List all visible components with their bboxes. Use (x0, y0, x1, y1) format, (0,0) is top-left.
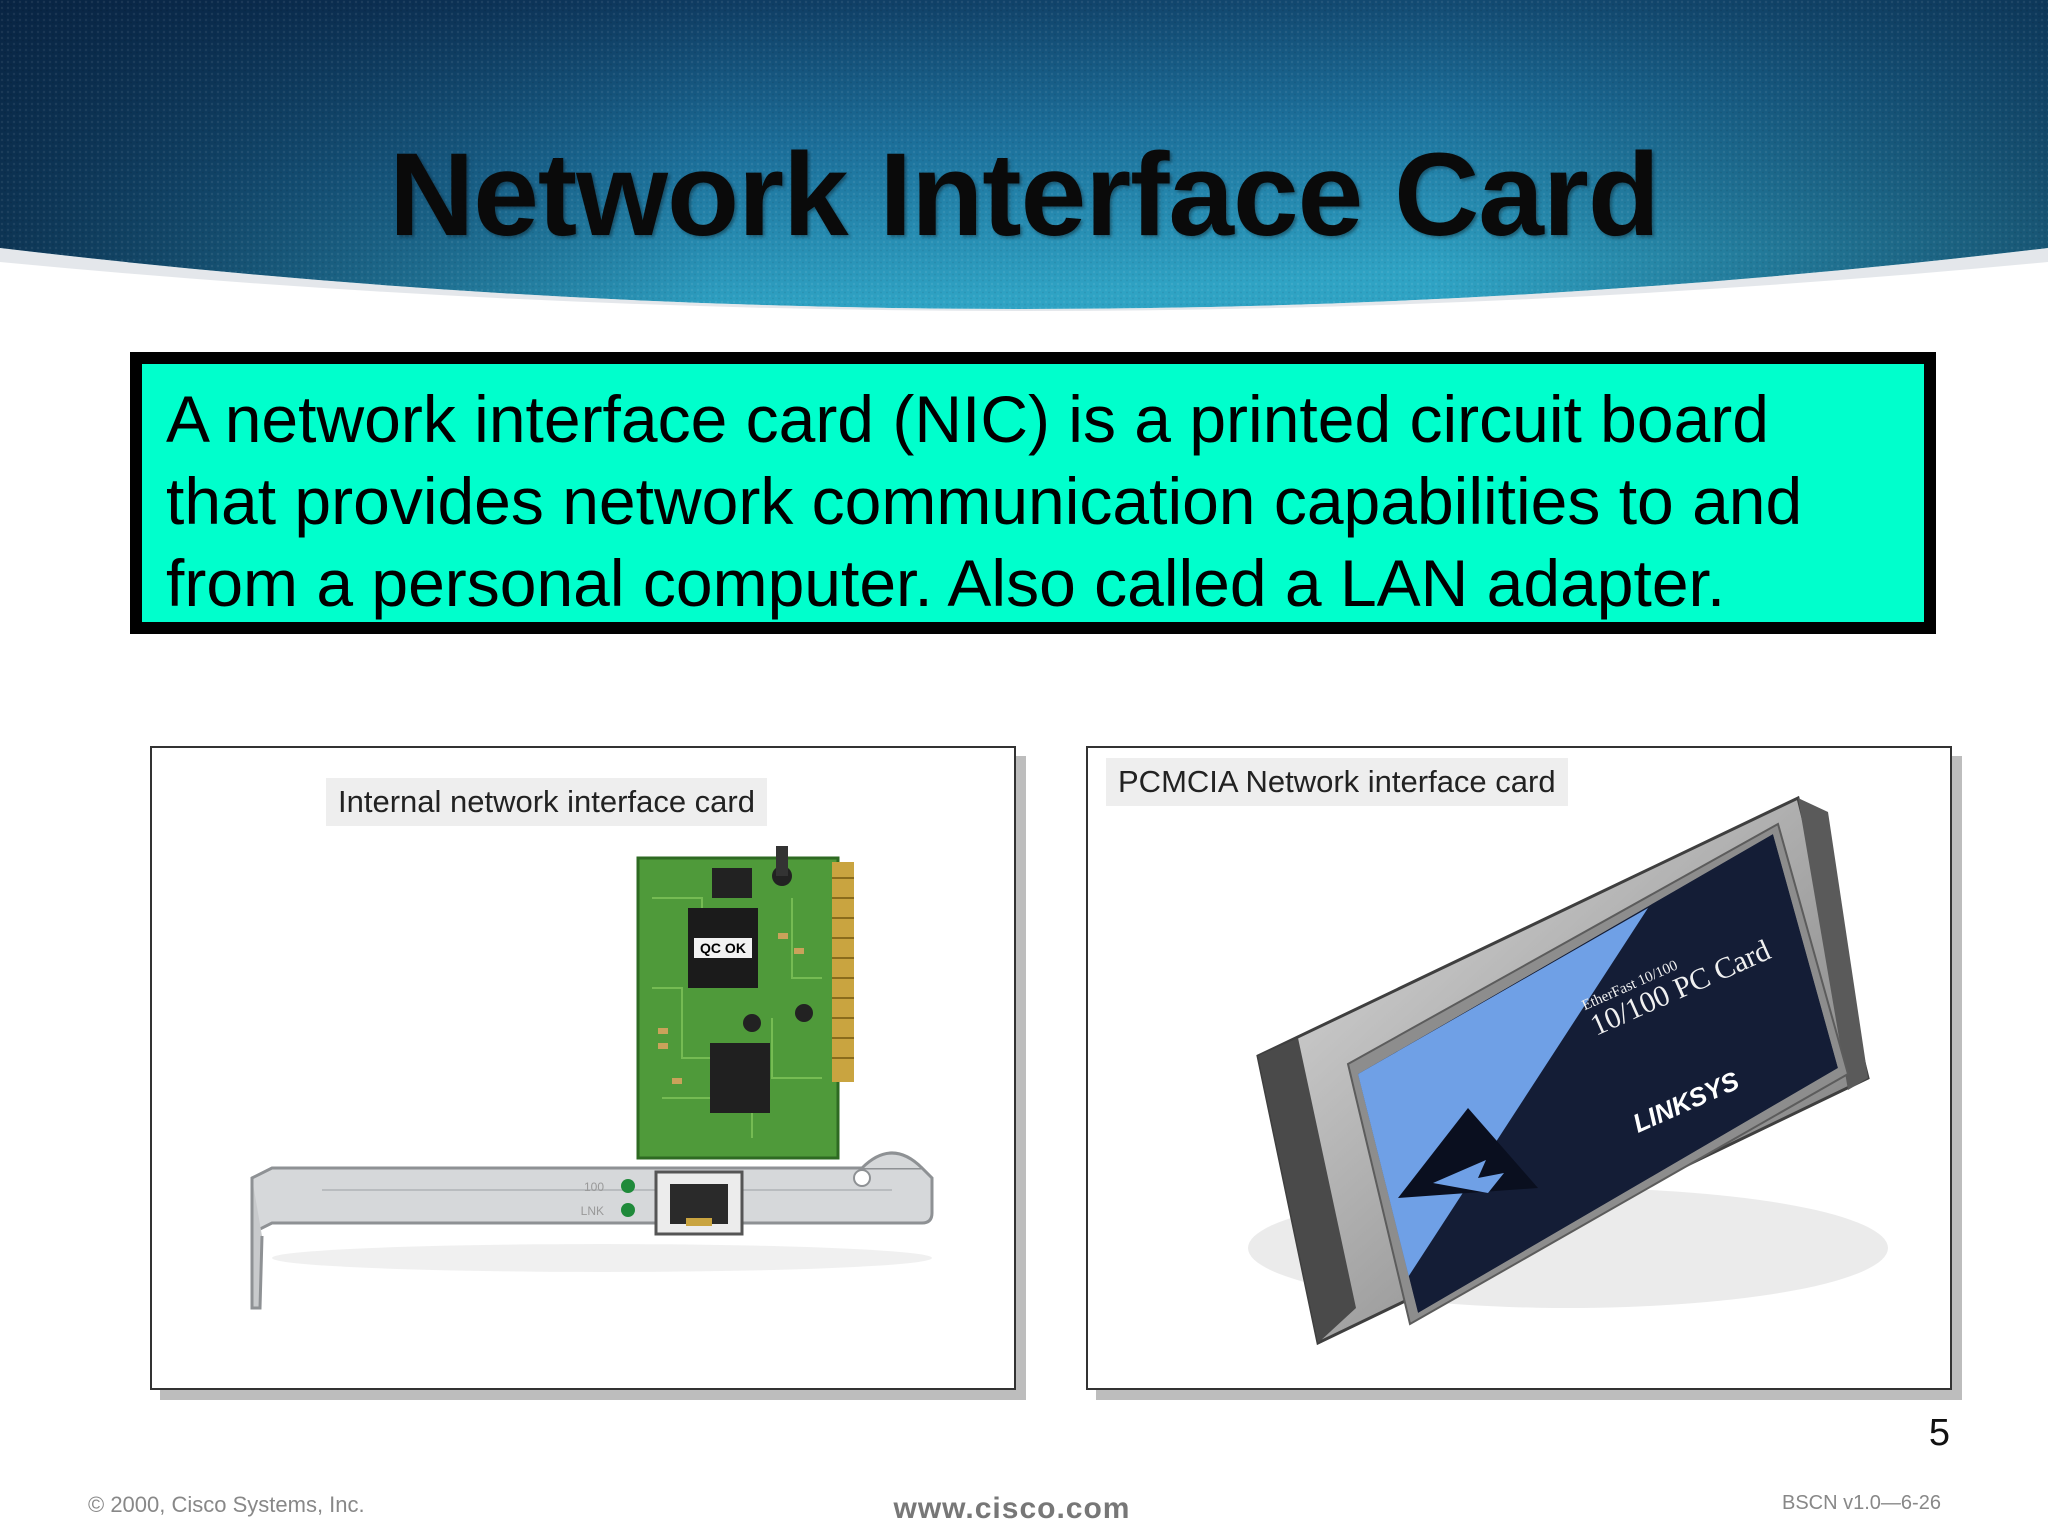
definition-line: that provides network communication capa… (166, 464, 1803, 538)
footer-copyright: © 2000, Cisco Systems, Inc. (88, 1492, 365, 1517)
footer-url: www.cisco.com (893, 1492, 1131, 1525)
led-indicator (621, 1179, 635, 1193)
card-label (1358, 834, 1838, 1313)
transformer-chip (710, 1043, 770, 1113)
page-number: 5 (1928, 1412, 1950, 1454)
header-banner (0, 0, 2048, 311)
definition-box: A network interface card (NIC) is a prin… (130, 352, 1936, 634)
capacitor (795, 1004, 813, 1022)
secondary-chip (712, 868, 752, 898)
edge-connector (832, 862, 854, 1082)
rj45-port (654, 1170, 744, 1236)
internal-nic-photo: QC OK 100 LNK (250, 846, 934, 1310)
pcmcia-nic-panel: PCMCIA Network interface card (1086, 746, 1952, 1390)
led-label: 100 (584, 1180, 604, 1194)
card-label-blue-stripe (1358, 908, 1648, 1308)
pcmcia-nic-photo: EtherFast 10/100 10/100 PC Card LINKSYS (1248, 795, 1888, 1346)
led-label: LNK (581, 1204, 604, 1218)
footer-code: BSCN v1.0—6-26 (1782, 1492, 1941, 1514)
internal-nic-panel: Internal network interface card QC OK (150, 746, 1016, 1390)
slide-title: Network Interface Card (389, 129, 1660, 261)
definition-line: A network interface card (NIC) is a prin… (166, 382, 1769, 456)
internal-nic-caption: Internal network interface card (326, 778, 767, 826)
definition-line: from a personal computer. Also called a … (166, 546, 1726, 620)
capacitor (743, 1014, 761, 1032)
led-indicator (621, 1203, 635, 1217)
chip-label: QC OK (700, 940, 746, 956)
mounting-bracket (250, 1151, 934, 1310)
arrow-logo-icon (1398, 1108, 1538, 1198)
pcmcia-nic-caption: PCMCIA Network interface card (1106, 758, 1568, 806)
